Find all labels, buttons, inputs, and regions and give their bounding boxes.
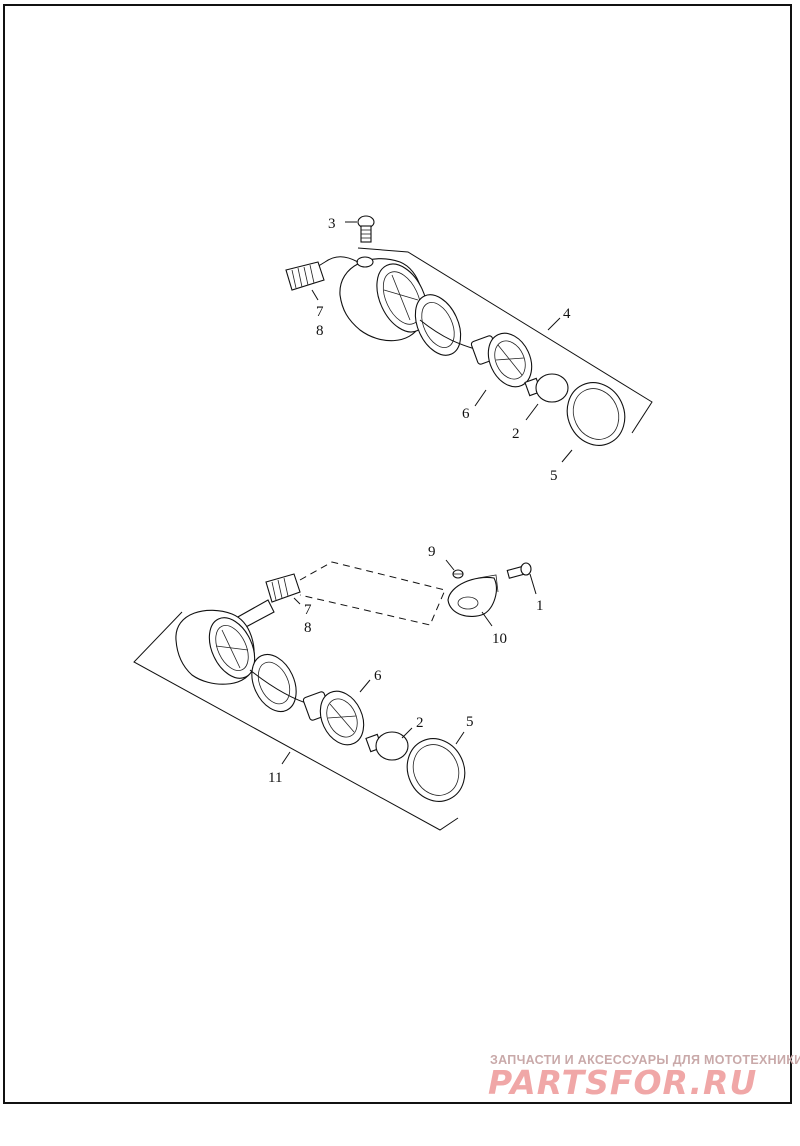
lower-dashed-link [299,561,446,626]
upper-assembly-bracket-line [357,247,653,434]
label-lower-8: 8 [304,620,312,636]
label-upper-8: 8 [316,323,324,339]
lower-gasket [251,653,297,713]
label-lower-9: 9 [428,544,436,560]
lower-connector [265,573,301,603]
lower-bulb-socket-6 [249,669,365,746]
label-lower-10: 10 [492,631,507,647]
label-lower-2: 2 [416,715,424,731]
upper-wire [311,256,359,271]
upper-bulb-socket-6 [419,319,533,388]
label-upper-5: 5 [550,468,558,484]
watermark-logo: PARTSFOR.RU [488,1063,758,1102]
label-upper-7: 7 [316,304,324,320]
upper-housing [339,256,428,342]
lower-screw-9 [452,569,464,579]
label-upper-6: 6 [462,406,470,422]
lower-assembly-bracket-line [133,611,459,831]
upper-turn-signal-assembly: 3 4 7 8 6 2 5 [285,215,653,484]
lower-bulb-2 [365,731,409,761]
upper-gasket [414,294,462,356]
lower-screw-1 [506,562,532,579]
watermark-tagline: ЗАПЧАСТИ И АКСЕССУАРЫ ДЛЯ МОТОТЕХНИКИ [490,1053,800,1067]
upper-lens-5 [566,382,626,446]
upper-connector [285,261,325,291]
label-lower-11: 11 [268,770,282,786]
lower-turn-signal-assembly: 9 1 10 7 8 6 2 5 11 [133,544,544,831]
lower-housing [175,599,275,685]
label-upper-3: 3 [328,216,336,232]
label-lower-6: 6 [374,668,382,684]
label-upper-2: 2 [512,426,520,442]
upper-bulb-2 [524,373,569,403]
label-lower-7: 7 [304,602,312,618]
page-border [3,4,792,1104]
lower-lens-5 [406,738,466,802]
label-lower-1: 1 [536,598,544,614]
label-upper-4: 4 [563,306,571,322]
upper-screw-3 [357,215,375,243]
lower-bracket-10 [447,574,499,618]
label-lower-5: 5 [466,714,474,730]
